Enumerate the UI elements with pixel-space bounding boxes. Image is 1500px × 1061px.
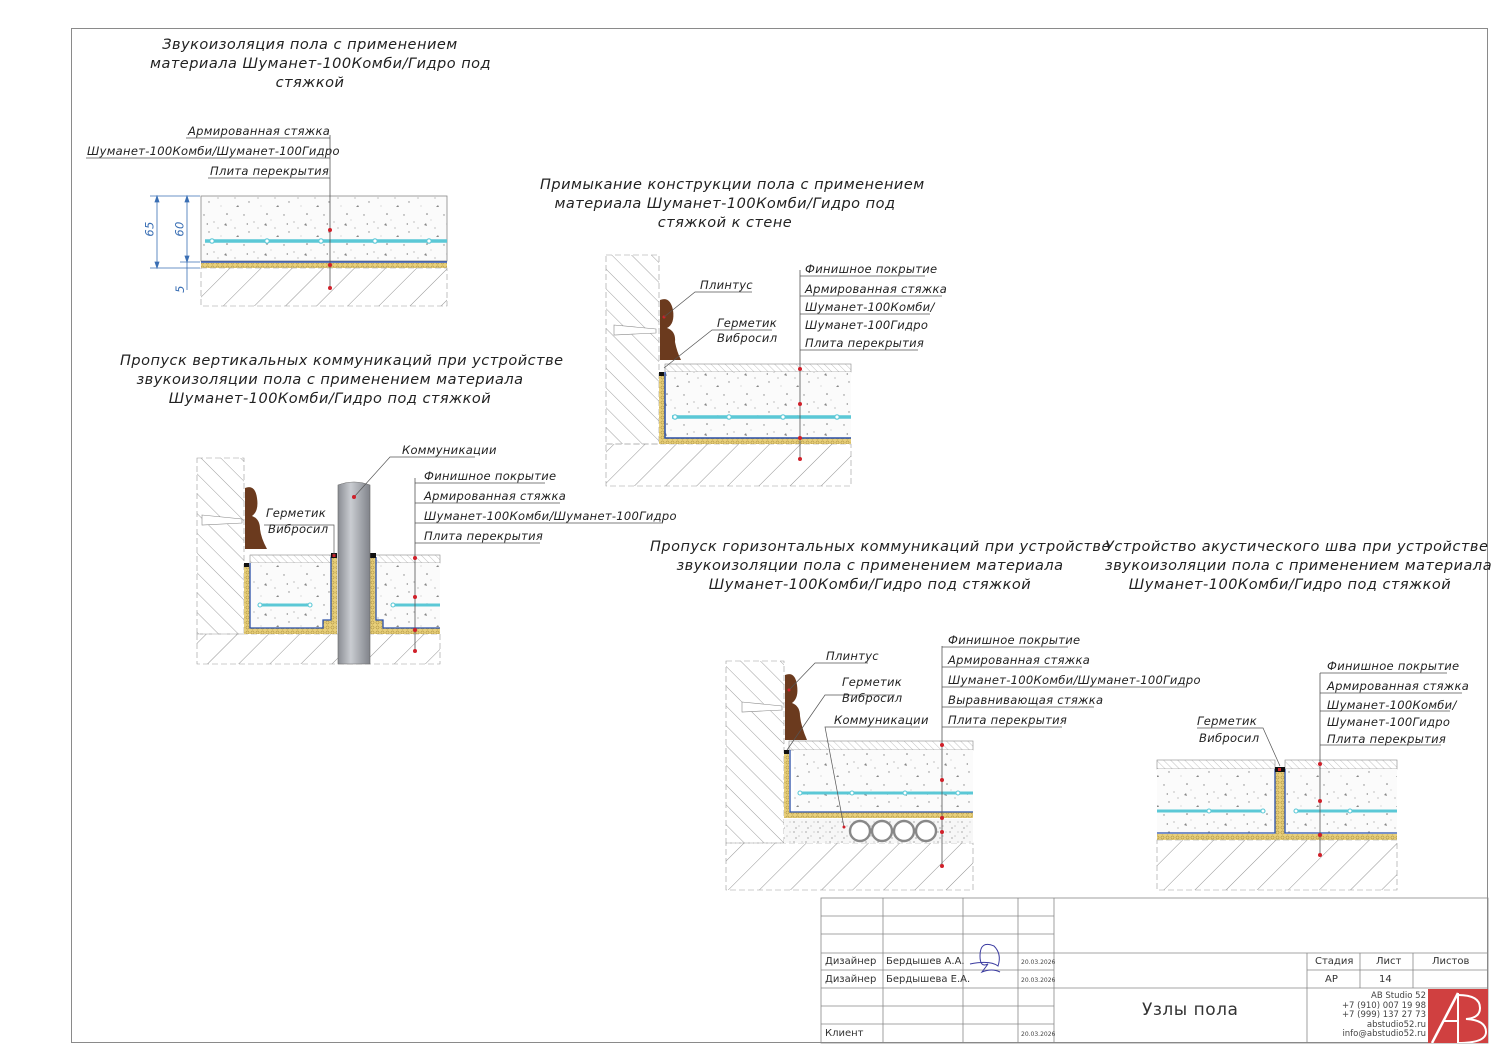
dimension-65: 65 (142, 221, 157, 237)
label-skirting: Плинтус (700, 278, 753, 292)
tb-role-3: Клиент (825, 1028, 864, 1039)
drawing-1-section (86, 135, 448, 307)
title-line: материала Шуманет-100Комби/Гидро под (150, 56, 492, 72)
label-vibrosil: Вибросил (268, 522, 329, 536)
label-shumanet-line1: Шуманет-100Комби/ (805, 300, 935, 314)
title-line: Пропуск горизонтальных коммуникаций при … (650, 539, 1111, 555)
tb-date-1: 20.03.2026 (1021, 959, 1056, 966)
label-finish-coating: Финишное покрытие (424, 469, 557, 483)
label-vibrosil: Вибросил (842, 691, 903, 705)
title-line: звукоизоляции пола с применением материа… (676, 558, 1064, 574)
drawing-sheet-border (71, 28, 1488, 1043)
label-skirting: Плинтус (826, 649, 879, 663)
label-finish-coating: Финишное покрытие (948, 633, 1081, 647)
label-vibrosil: Вибросил (1199, 731, 1260, 745)
dimension-5: 5 (172, 285, 187, 293)
label-shumanet: Шуманет-100Комби/Шуманет-100Гидро (948, 673, 1201, 687)
tb-date-3: 20.03.2026 (1021, 1031, 1056, 1038)
label-finish-coating: Финишное покрытие (1327, 659, 1460, 673)
drawing-2-section (605, 254, 942, 487)
label-shumanet-line2: Шуманет-100Гидро (805, 318, 929, 332)
label-shumanet-line1: Шуманет-100Комби/ (1327, 698, 1457, 712)
title-line: Шуманет-100Комби/Гидро под стяжкой (1128, 577, 1452, 593)
tb-role-1: Дизайнер (825, 956, 877, 967)
label-communications: Коммуникации (834, 713, 929, 727)
label-leveling-screed: Выравнивающая стяжка (948, 693, 1104, 707)
label-shumanet: Шуманет-100Комби/Шуманет-100Гидро (87, 144, 340, 158)
title-line: материала Шуманет-100Комби/Гидро под (554, 196, 896, 212)
drawing-title-4: Пропуск горизонтальных коммуникаций при … (650, 538, 1111, 595)
tb-date-2: 20.03.2026 (1021, 977, 1056, 984)
drawing-4-section (725, 646, 1187, 891)
title-line: стяжкой (275, 75, 345, 91)
label-floor-slab: Плита перекрытия (805, 336, 925, 350)
label-reinforced-screed: Армированная стяжка (1327, 679, 1470, 693)
drawing-title-5: Устройство акустического шва при устройс… (1105, 538, 1493, 595)
title-block-grid (820, 897, 1489, 1044)
studio-name: AB Studio 52 (1371, 991, 1426, 1001)
dimension-60: 60 (172, 221, 187, 237)
studio-phone-2: +7 (999) 137 27 73 (1341, 1010, 1426, 1020)
title-line: Пропуск вертикальных коммуникаций при ус… (120, 353, 564, 369)
label-floor-slab: Плита перекрытия (424, 529, 544, 543)
label-shumanet: Шуманет-100Комби/Шуманет-100Гидро (424, 509, 677, 523)
title-line: звукоизоляции пола с применением материа… (1105, 558, 1493, 574)
title-line: Шуманет-100Комби/Гидро под стяжкой (168, 391, 492, 407)
signature (969, 943, 1001, 974)
sheet-number: 14 (1379, 974, 1392, 985)
studio-phone-1: +7 (910) 007 19 98 (1341, 1000, 1426, 1011)
title-line: Шуманет-100Комби/Гидро под стяжкой (708, 577, 1032, 593)
drawing-title-3: Пропуск вертикальных коммуникаций при ус… (120, 352, 564, 409)
label-communications: Коммуникации (402, 443, 497, 457)
sheet-header: Лист (1376, 956, 1402, 967)
label-shumanet-line2: Шуманет-100Гидро (1327, 715, 1451, 729)
label-floor-slab: Плита перекрытия (948, 713, 1068, 727)
title-line: стяжкой к стене (657, 215, 793, 231)
sheet-name: Узлы пола (1142, 1000, 1239, 1020)
tb-role-2: Дизайнер (825, 974, 877, 985)
title-line: Звукоизоляция пола с применением (162, 37, 458, 53)
label-floor-slab: Плита перекрытия (1327, 732, 1447, 746)
label-reinforced-screed: Армированная стяжка (948, 653, 1091, 667)
label-reinforced-screed: Армированная стяжка (805, 282, 948, 296)
drawing-3-section (196, 456, 663, 665)
studio-contacts: AB Studio 52 +7 (910) 007 19 98 +7 (999)… (1330, 991, 1426, 1040)
label-sealant: Герметик (842, 675, 903, 689)
label-finish-coating: Финишное покрытие (805, 262, 938, 276)
stage-value: АР (1325, 974, 1338, 985)
drawing-5-section (1156, 672, 1462, 891)
label-floor-slab: Плита перекрытия (210, 164, 330, 178)
label-sealant: Герметик (717, 316, 778, 330)
label-sealant: Герметик (266, 506, 327, 520)
title-line: Устройство акустического шва при устройс… (1105, 539, 1489, 555)
title-line: звукоизоляции пола с применением материа… (136, 372, 524, 388)
label-sealant: Герметик (1197, 714, 1258, 728)
studio-site: abstudio52.ru (1366, 1019, 1426, 1030)
tb-name-1: Бердышев А.А. (886, 956, 965, 967)
drawing-title-1: Звукоизоляция пола с применением материа… (150, 36, 492, 93)
studio-logo (1428, 989, 1488, 1043)
studio-email: info@abstudio52.ru (1342, 1029, 1426, 1039)
sheets-header: Листов (1432, 956, 1470, 967)
drawing-title-2: Примыкание конструкции пола с применение… (540, 176, 925, 233)
tb-name-2: Бердышева Е.А. (886, 974, 971, 985)
label-reinforced-screed: Армированная стяжка (188, 124, 331, 138)
label-vibrosil: Вибросил (717, 331, 778, 345)
stage-header: Стадия (1315, 956, 1354, 967)
label-reinforced-screed: Армированная стяжка (424, 489, 567, 503)
title-line: Примыкание конструкции пола с применение… (540, 177, 925, 193)
